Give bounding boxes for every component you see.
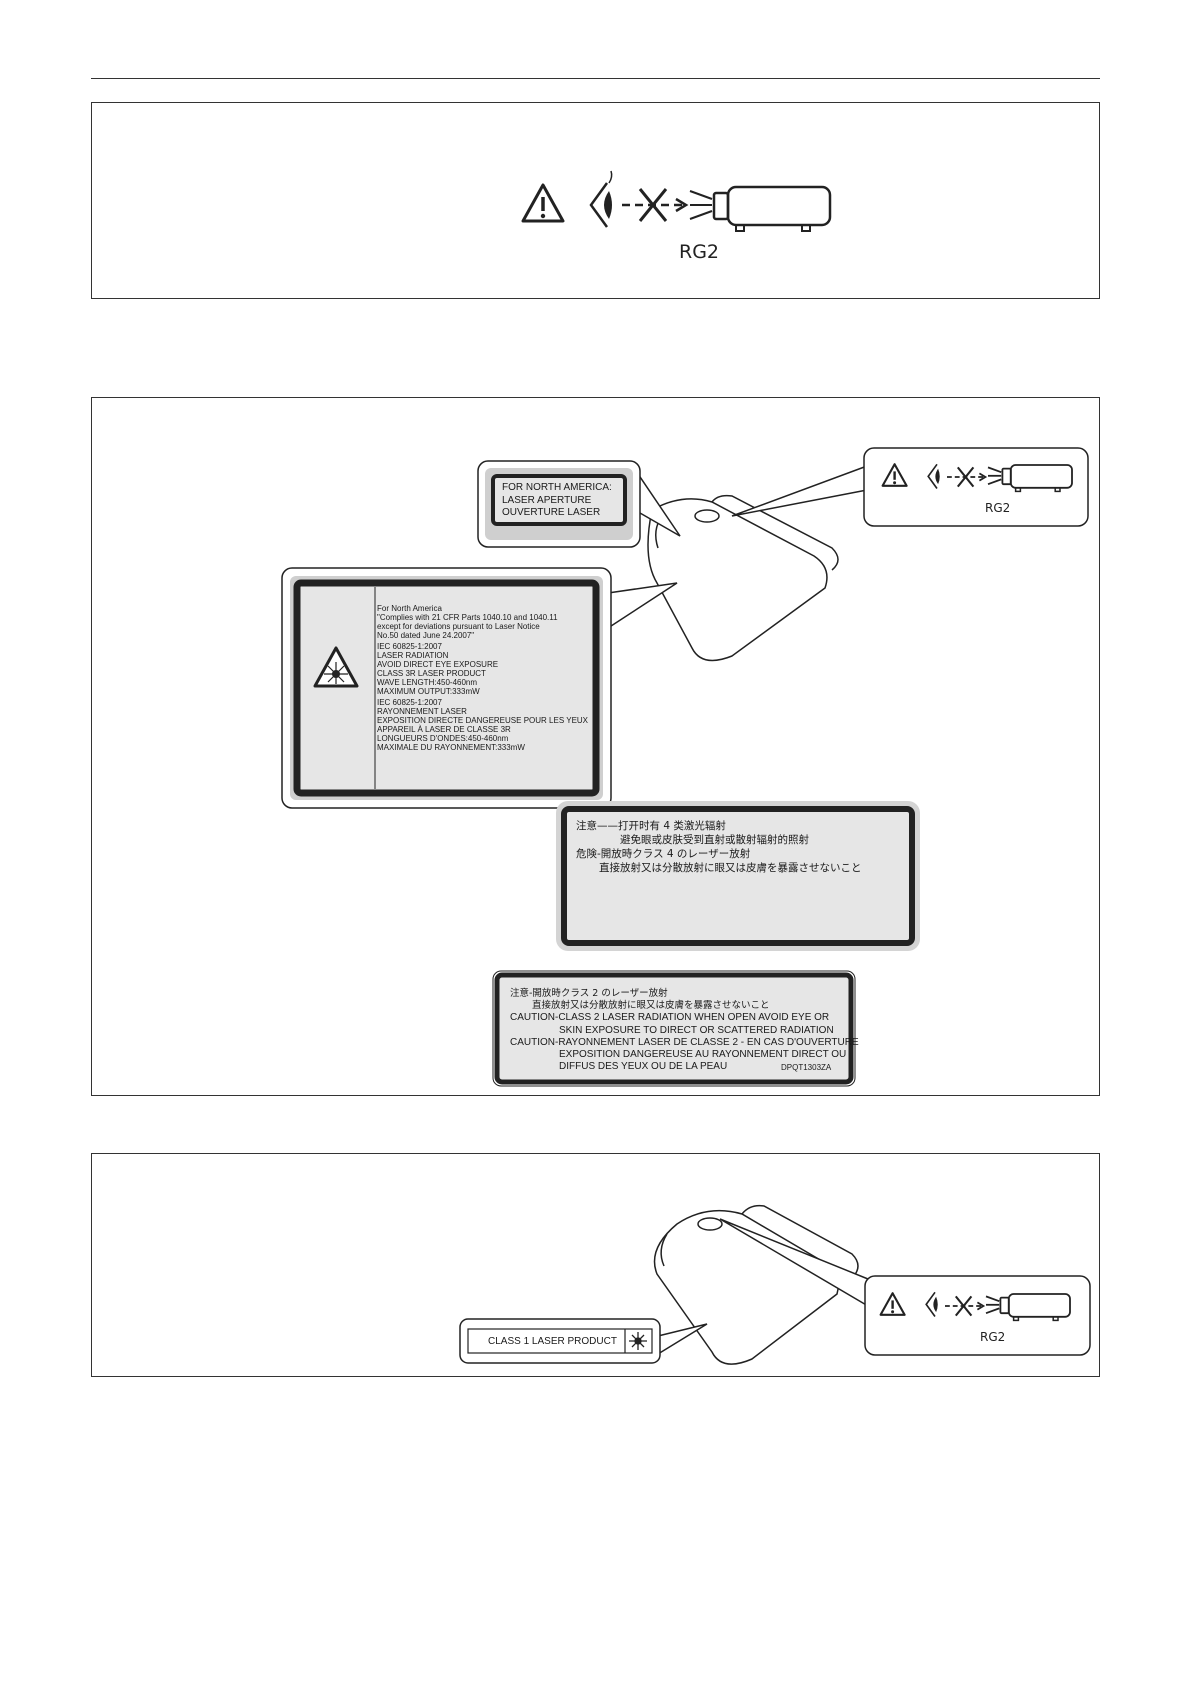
class2-line: EXPOSITION DANGEREUSE AU RAYONNEMENT DIR… [559,1049,847,1061]
class3r-line: AVOID DIRECT EYE EXPOSURE [377,660,499,669]
projector-laser-labels-graphic [281,447,1089,1087]
class2-line: DIFFUS DES YEUX OU DE LA PEAU [559,1061,728,1073]
laser-starburst-icon [313,646,359,688]
eye-icon [589,170,613,228]
class3r-line: except for deviations pursuant to Laser … [377,622,540,631]
class3r-line: No.50 dated June 24.2007" [377,631,475,640]
class3r-line: IEC 60825-1:2007 [377,698,442,707]
class3r-line: LONGUEURS D'ONDES:450-460nm [377,734,509,743]
rg2-label: RG2 [679,241,720,263]
class3r-line: "Complies with 21 CFR Parts 1040.10 and … [377,613,558,622]
class4-line: 避免眼或皮肤受到直射或散射辐射的照射 [620,834,809,846]
class3r-label: For North America "Complies with 21 CFR … [377,604,588,752]
rg2-symbol-graphic [521,170,832,232]
eye-icon [927,463,940,489]
class1-label: CLASS 1 LASER PRODUCT [488,1336,617,1347]
na-aperture-label: FOR NORTH AMERICA: LASER APERTURE OUVERT… [502,482,612,520]
class2-line: CAUTION-CLASS 2 LASER RADIATION WHEN OPE… [510,1012,830,1024]
class3r-line: LASER RADIATION [377,651,449,660]
class2-label: 注意-開放時クラス 2 のレーザー放射 直接放射又は分散放射に眼又は皮膚を暴露さ… [510,988,859,1073]
class4-label: 注意——打开时有 4 类激光辐射 避免眼或皮肤受到直射或散射辐射的照射 危険-開… [576,819,862,875]
projector-body [647,494,839,662]
eye-icon [925,1291,938,1317]
rg2-label: RG2 [985,501,1011,515]
class3r-line: MAXIMUM OUTPUT:333mW [377,687,480,696]
na-aperture-line: OUVERTURE LASER [502,507,601,518]
laser-starburst-icon [629,1332,647,1350]
class3r-line: IEC 60825-1:2007 [377,642,442,651]
class4-line: 直接放射又は分散放射に眼又は皮膚を暴露させないこと [599,862,862,874]
class2-line: 注意-開放時クラス 2 のレーザー放射 [510,988,668,999]
class3r-line: For North America [377,604,442,613]
panel-laser-labels: FOR NORTH AMERICA: LASER APERTURE OUVERT… [91,397,1100,1096]
class3r-line: RAYONNEMENT LASER [377,707,467,716]
class2-line: 直接放射又は分散放射に眼又は皮膚を暴露させないこと [532,1000,770,1012]
rg2-label: RG2 [980,1330,1006,1344]
class3r-line: WAVE LENGTH:450-460nm [377,678,478,687]
class4-line: 注意——打开时有 4 类激光辐射 [576,820,726,832]
top-rule [91,78,1100,79]
projector-icon [689,185,832,232]
panel-rg2-symbol: RG2 [91,102,1100,299]
cross-icon [945,1295,986,1317]
class3r-line: MAXIMALE DU RAYONNEMENT:333mW [377,743,525,752]
class2-code: DPQT1303ZA [781,1063,832,1072]
cross-icon [947,466,988,488]
warning-triangle-icon [881,463,908,487]
projector-icon [985,1293,1071,1322]
panel-class1: RG2 CLASS 1 LASER PRODUCT [91,1153,1100,1377]
class3r-line: APPAREIL À LASER DE CLASSE 3R [377,725,511,734]
projector-body [653,1204,859,1365]
na-aperture-line: LASER APERTURE [502,494,592,506]
na-aperture-line: FOR NORTH AMERICA: [502,482,612,493]
class1-graphic [459,1204,1091,1365]
warning-triangle-icon [879,1292,906,1316]
class2-line: CAUTION-RAYONNEMENT LASER DE CLASSE 2 - … [510,1036,859,1048]
projector-icon [987,464,1073,493]
class2-line: SKIN EXPOSURE TO DIRECT OR SCATTERED RAD… [559,1024,834,1036]
warning-triangle-icon [521,183,565,223]
class3r-line: EXPOSITION DIRECTE DANGEREUSE POUR LES Y… [377,716,589,725]
cross-icon [622,188,689,222]
class3r-line: CLASS 3R LASER PRODUCT [377,669,486,678]
class4-line: 危険-開放時クラス 4 のレーザー放射 [576,848,751,860]
